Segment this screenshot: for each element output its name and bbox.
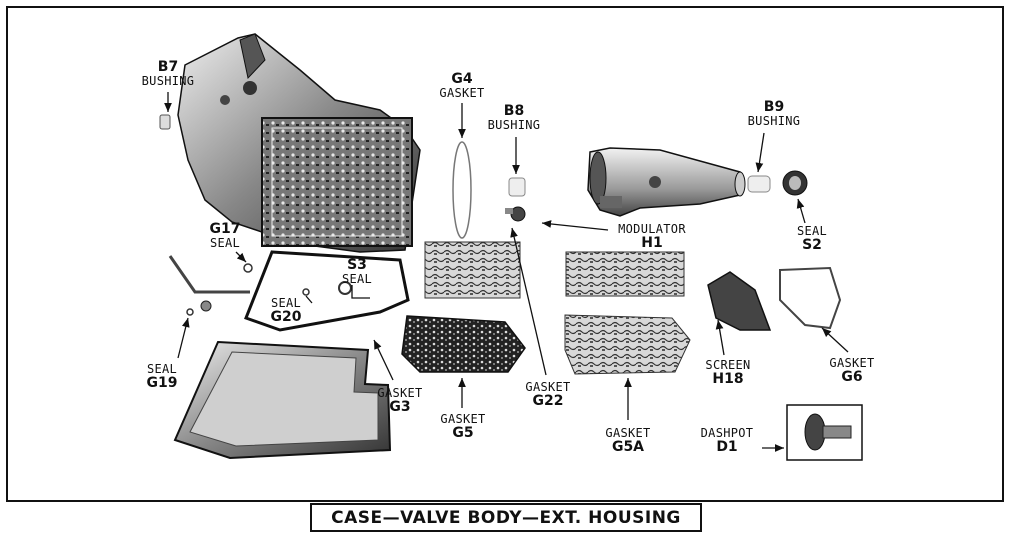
valve-body-transfer-plate: [565, 251, 685, 297]
gasket-g6: [779, 266, 842, 330]
screen-h18: [707, 271, 772, 331]
seal-g17: [243, 263, 253, 273]
seal-g20: [302, 288, 310, 296]
gasket-g5a: [564, 314, 691, 375]
seal-s2: [782, 170, 808, 196]
bushing-b8: [508, 177, 526, 197]
gasket-g3: [244, 250, 410, 332]
gasket-g4: [452, 141, 472, 239]
leader-arrows: [164, 92, 849, 452]
gasket-g5: [401, 315, 526, 373]
filler-tube: [168, 255, 250, 294]
extension-housing: [587, 147, 746, 217]
oil-pan: [173, 340, 392, 460]
plug: [200, 300, 212, 312]
dashpot-d1: [786, 404, 863, 461]
seal-g19: [186, 308, 194, 316]
modulator-h1: [505, 206, 526, 222]
transmission-case: [177, 33, 421, 253]
bushing-b7: [159, 114, 171, 130]
bushing-b9: [747, 175, 771, 193]
seal-s3: [338, 281, 352, 295]
diagram-frame: [6, 6, 1004, 502]
diagram-title: CASE—VALVE BODY—EXT. HOUSING: [310, 503, 702, 532]
valve-body-upper: [424, 241, 521, 299]
